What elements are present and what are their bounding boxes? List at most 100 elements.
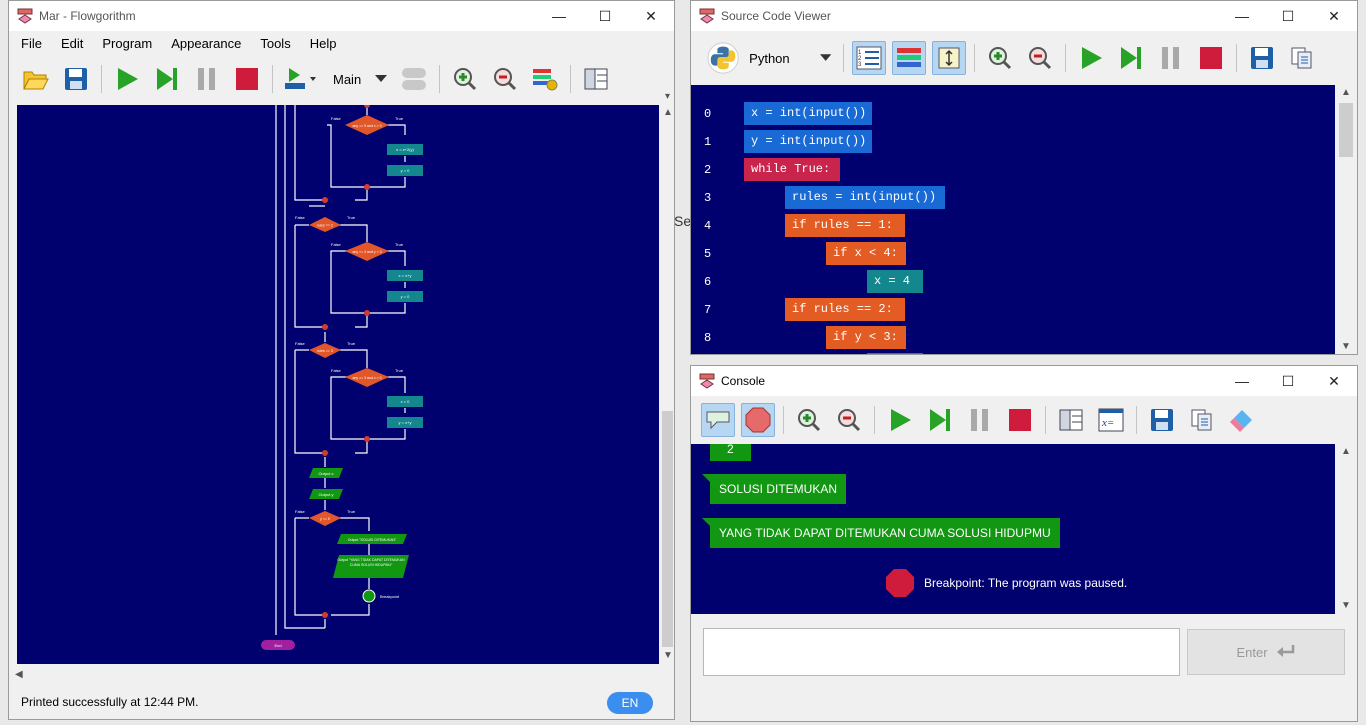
- zoom-in-button[interactable]: [792, 403, 826, 437]
- function-selector[interactable]: Main: [327, 66, 389, 92]
- scroll-down-arrow[interactable]: ▼: [663, 650, 673, 661]
- zoom-in-button[interactable]: [448, 62, 482, 96]
- language-badge[interactable]: EN: [607, 692, 653, 714]
- scroll-up-arrow[interactable]: ▲: [663, 107, 673, 118]
- variable-watch-button[interactable]: [397, 62, 431, 96]
- scrollbar-thumb[interactable]: [662, 411, 673, 647]
- variables-button[interactable]: x=: [1094, 403, 1128, 437]
- minimize-button[interactable]: —: [1235, 8, 1249, 24]
- menu-tools[interactable]: Tools: [260, 35, 291, 51]
- minimize-button[interactable]: —: [552, 8, 566, 24]
- menu-appearance[interactable]: Appearance: [171, 35, 242, 51]
- close-button[interactable]: ✕: [1328, 7, 1340, 24]
- if-shape[interactable]: [309, 511, 341, 526]
- assign-shape[interactable]: [387, 144, 423, 155]
- code-line-partial: [867, 353, 923, 354]
- stop-sign-icon: [886, 569, 914, 597]
- assign-shape[interactable]: [387, 270, 423, 281]
- zoom-out-button[interactable]: [832, 403, 866, 437]
- if-shape[interactable]: [345, 368, 389, 387]
- toolbar-overflow-arrow[interactable]: ▾: [665, 91, 671, 102]
- run-button[interactable]: [883, 403, 917, 437]
- output-shape[interactable]: [309, 468, 343, 478]
- enter-button[interactable]: Enter: [1187, 629, 1345, 675]
- run-button[interactable]: [1074, 41, 1108, 75]
- breakpoint-shape[interactable]: [362, 589, 376, 603]
- console-vertical-scrollbar[interactable]: ▲ ▼: [1335, 444, 1357, 614]
- canvas-horizontal-scrollbar[interactable]: ◀: [9, 664, 659, 686]
- clear-button[interactable]: [1225, 403, 1259, 437]
- output-shape[interactable]: [337, 534, 407, 544]
- run-button[interactable]: [110, 62, 144, 96]
- zoom-out-button[interactable]: [488, 62, 522, 96]
- stop-button[interactable]: [230, 62, 264, 96]
- scroll-left-arrow[interactable]: ◀: [15, 669, 23, 680]
- assign-shape[interactable]: [387, 396, 423, 407]
- source-code-area[interactable]: 0 1 2 3 4 5 6 7 8 x = int(input()) y = i…: [691, 85, 1335, 354]
- menu-program[interactable]: Program: [102, 35, 153, 51]
- if-shape[interactable]: [345, 242, 389, 261]
- if-shape[interactable]: [345, 115, 389, 135]
- maximize-button[interactable]: ☐: [1281, 7, 1295, 24]
- end-shape[interactable]: [261, 640, 295, 650]
- zoom-out-button[interactable]: [1023, 41, 1057, 75]
- assign-shape[interactable]: [387, 291, 423, 302]
- stop-button[interactable]: [1194, 41, 1228, 75]
- scroll-up-arrow[interactable]: ▲: [1341, 446, 1351, 457]
- true-label: True: [347, 341, 356, 346]
- console-titlebar[interactable]: Console — ☐ ✕: [691, 366, 1357, 396]
- close-button[interactable]: ✕: [1328, 372, 1340, 389]
- stop-button[interactable]: [1003, 403, 1037, 437]
- save-button[interactable]: [1245, 41, 1279, 75]
- copy-button[interactable]: [1185, 403, 1219, 437]
- assign-shape[interactable]: [387, 165, 423, 176]
- source-viewer-titlebar[interactable]: Source Code Viewer — ☐ ✕: [691, 1, 1357, 31]
- save-button[interactable]: [1145, 403, 1179, 437]
- step-button[interactable]: [1114, 41, 1148, 75]
- canvas-vertical-scrollbar[interactable]: ▲ ▼: [659, 105, 674, 664]
- maximize-button[interactable]: ☐: [598, 7, 612, 24]
- step-button[interactable]: [923, 403, 957, 437]
- output-shape[interactable]: [333, 555, 409, 578]
- close-button[interactable]: ✕: [645, 7, 657, 24]
- layout-button[interactable]: [579, 62, 613, 96]
- code-vertical-scrollbar[interactable]: ▲ ▼: [1335, 85, 1357, 354]
- scroll-up-arrow[interactable]: ▲: [1341, 87, 1351, 98]
- layout-button[interactable]: [1054, 403, 1088, 437]
- color-blocks-toggle[interactable]: [892, 41, 926, 75]
- assign-shape[interactable]: [387, 417, 423, 428]
- menu-help[interactable]: Help: [309, 35, 337, 51]
- scroll-down-arrow[interactable]: ▼: [1341, 600, 1351, 611]
- save-button[interactable]: [59, 62, 93, 96]
- show-chat-toggle[interactable]: [701, 403, 735, 437]
- copy-button[interactable]: [1285, 41, 1319, 75]
- flowgorithm-titlebar[interactable]: Mar - Flowgorithm — ☐ ✕: [9, 1, 674, 31]
- styles-button[interactable]: [528, 62, 562, 96]
- open-button[interactable]: [19, 62, 53, 96]
- output-shape[interactable]: [309, 489, 343, 499]
- pause-button[interactable]: [1154, 41, 1188, 75]
- minimize-button[interactable]: —: [1235, 373, 1249, 389]
- pause-button[interactable]: [190, 62, 224, 96]
- menu-edit[interactable]: Edit: [60, 35, 84, 51]
- scroll-down-arrow[interactable]: ▼: [1341, 341, 1351, 352]
- if-shape[interactable]: [309, 217, 341, 232]
- breakpoint-toggle[interactable]: [741, 403, 775, 437]
- zoom-in-button[interactable]: [983, 41, 1017, 75]
- step-button[interactable]: [150, 62, 184, 96]
- toolbar-separator: [843, 44, 844, 72]
- menu-file[interactable]: File: [21, 35, 42, 51]
- maximize-button[interactable]: ☐: [1281, 372, 1295, 389]
- pause-button[interactable]: [963, 403, 997, 437]
- flowchart-canvas[interactable]: False True False True False True False T…: [17, 105, 659, 664]
- if-shape[interactable]: [309, 343, 341, 358]
- run-mode-button[interactable]: [281, 62, 321, 96]
- auto-scroll-toggle[interactable]: [932, 41, 966, 75]
- window-title: Source Code Viewer: [721, 9, 831, 23]
- console-output-area[interactable]: 2 SOLUSI DITEMUKAN YANG TIDAK DAPAT DITE…: [691, 444, 1335, 614]
- scrollbar-thumb[interactable]: [1339, 103, 1353, 157]
- toolbar-separator: [439, 65, 440, 93]
- language-selector[interactable]: Python: [707, 40, 831, 76]
- console-input-field[interactable]: [703, 628, 1180, 676]
